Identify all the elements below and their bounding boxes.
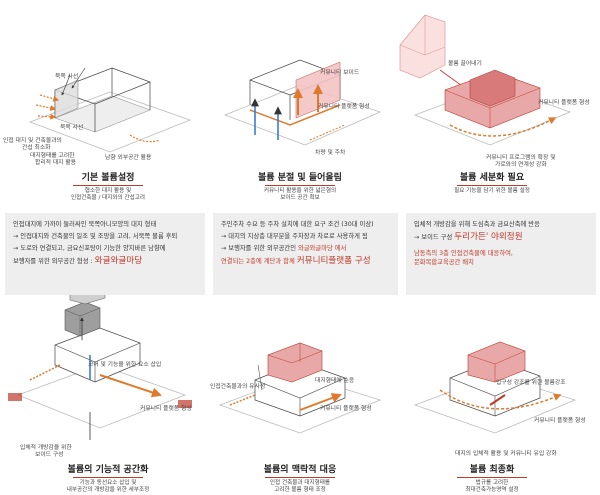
label-platform-4: 커뮤니티 플랫폼 형성 — [140, 406, 192, 412]
textbox-2-line-4: 연결되는 2층에 계단과 함께 커뮤니티플랫폼 구성 — [221, 255, 390, 268]
textbox-1-line-2: → 인접대지와 건축물의 일조 및 조망을 고려, 서북쪽 볼륨 후퇴 — [13, 233, 178, 240]
textbox-2-line-1: 주민주차 수요 등 주차 설치에 대한 요구 조건 (30대 이상) — [221, 221, 374, 228]
label-neighbor-2: 간섭 최소화 — [22, 145, 51, 151]
caption-d2-rule — [265, 185, 335, 186]
caption-d4-rule — [73, 477, 143, 478]
textbox-3: 입체적 개방감을 위해 도심축과 금요산축에 반응 → 보이드 구성 두리가든'… — [406, 213, 596, 295]
diagram-2-split-lift — [223, 59, 382, 146]
caption-d5-sub1: 인접 건축물과 대지형태를 — [269, 480, 331, 486]
textbox-3-line-3: 남동측의 3층 인접건축물에 대응하여, — [414, 250, 513, 257]
textbox-3-line-4: 문화복합교육공간 배치 — [414, 259, 474, 266]
textbox-2: 주민주차 수요 등 주차 설치에 대한 요구 조건 (30대 이상) → 대지의… — [213, 213, 398, 295]
textbox-1: 인접대지에 가까이 둘러싸인 북쪽아니모양의 대지 형태 → 인접대지와 건축물… — [5, 213, 205, 295]
caption-d1-sub1: 협소한 대지 활용 및 — [84, 188, 132, 194]
textbox-2-line-3-highlight: 와글와글마당 에서 — [298, 245, 347, 252]
label-platform-6: 커뮤니티 플랫폼 형성 — [534, 418, 586, 424]
caption-d6-sub2: 최대건축가능영역 설정 — [465, 487, 519, 493]
caption-d4: 볼륨의 기능적 공간화 기능과 동선요소 삽입 및 내부공간의 개방감을 위한 … — [28, 462, 188, 494]
label-open-1: 입체적 개방감을 위한 — [20, 445, 72, 451]
label-open-2: 보이드 구성 — [35, 452, 64, 458]
label-void: 커뮤니티 보이드 — [320, 70, 360, 76]
textbox-3-line-2-text: → 보이드 구성 — [414, 234, 453, 241]
label-similar: 인접건축물과의 유사성 — [210, 384, 266, 390]
caption-d6: 볼륨 최종화 법규를 고려한 최대건축가능영역 설정 — [412, 462, 572, 494]
caption-d2: 볼륨 분절 및 들어올림 커뮤니티 활용을 위한 넓은형의 보이드 공간 확보 — [220, 170, 380, 202]
label-insert: 코어 및 기능을 위한 요소 삽입 — [88, 362, 162, 368]
textbox-3-line-2: → 보이드 구성 두리가든' 야외정원 — [414, 231, 588, 244]
label-north-2: 북쪽 사선 — [60, 125, 84, 131]
label-prog-1: 커뮤니티 프로그램의 확장 및 — [486, 155, 556, 161]
caption-d1-sub2: 인접건축물 / 대지와의 간섭고려 — [70, 195, 146, 201]
diagram-4-functional — [8, 275, 192, 440]
caption-d3-title: 볼륨 세분화 필요 — [459, 173, 525, 183]
diagram-6-final — [413, 341, 577, 434]
caption-d6-sub1: 법규를 고려한 — [475, 480, 509, 486]
diagram-3-subdivide — [399, 14, 572, 146]
label-prog-2: 가로와의 연계성 강화 — [495, 162, 547, 168]
textbox-2-line-3-text: → 보행자를 위한 외부공간인 — [221, 245, 297, 252]
diagram-1-basic-volume — [28, 67, 192, 153]
label-south: 남향 외부공간 활용 — [105, 155, 152, 161]
label-entry: 입구성 강조를 위한 볼륨강조 — [496, 380, 566, 386]
label-flow: 대지의 입체적 활용 및 커뮤니티 유입 강화 — [455, 451, 557, 457]
caption-d1-title: 기본 볼륨설정 — [81, 173, 135, 183]
label-follow: 대지형태에 순응 — [315, 378, 355, 384]
caption-d2-sub2: 보이드 공간 확보 — [280, 195, 320, 201]
caption-d5: 볼륨의 맥락적 대응 인접 건축물과 대지형태를 고려한 볼륨 형태 조정 — [220, 462, 380, 494]
textbox-2-line-3: → 보행자를 위한 외부공간인 와글와글마당 에서 — [221, 243, 390, 255]
caption-d5-rule — [265, 477, 335, 478]
textbox-3-highlight: 두리가든' 야외정원 — [454, 232, 523, 242]
textbox-2-highlight: 커뮤니티플랫폼 구성 — [296, 256, 371, 266]
textbox-2-line-2: → 대지의 지상층 대부분을 주차장과 차로로 사용하게 됨 — [221, 233, 368, 240]
label-extrude: 볼륨 끌어내기 — [448, 61, 482, 67]
textbox-2-line-4-text: 연결되는 2층에 계단과 함께 — [221, 258, 295, 265]
label-shape-1: 대지형태를 고려한 — [30, 153, 75, 159]
textbox-1-highlight: 와글와글마당 — [94, 256, 143, 266]
caption-d1: 기본 볼륨설정 협소한 대지 활용 및 인접건축물 / 대지와의 간섭고려 — [28, 170, 188, 202]
diagram-5-context — [218, 342, 382, 434]
caption-d6-title: 볼륨 최종화 — [469, 465, 515, 475]
textbox-1-line-4-text: 보행자를 위한 외부공간 형성 : — [13, 258, 93, 265]
caption-d5-sub2: 고려한 볼륨 형태 조정 — [274, 487, 326, 493]
caption-d3: 볼륨 세분화 필요 필요 기능을 담기 위한 볼륨 설정 — [412, 170, 572, 195]
label-platform-3: 커뮤니티 플랫폼 형성 — [538, 100, 590, 106]
caption-d1-rule — [73, 185, 143, 186]
textbox-1-line-3: → 도로와 연결되고, 금요신포탕이 기능한 양지바른 남향에 — [13, 245, 166, 252]
label-shape-2: 합리적 대지 활용 — [35, 160, 77, 166]
caption-d4-sub1: 기능과 동선요소 삽입 및 — [79, 480, 137, 486]
caption-d3-rule — [457, 185, 527, 186]
caption-d3-sub1: 필요 기능을 담기 위한 볼륨 설정 — [454, 188, 530, 194]
caption-d2-title: 볼륨 분절 및 들어올림 — [258, 173, 342, 183]
caption-d6-rule — [457, 477, 527, 478]
label-neighbor-1: 인접 대지 및 건축물과의 — [3, 138, 62, 144]
caption-d5-title: 볼륨의 맥락적 대응 — [263, 465, 337, 475]
label-north: 북쪽 사선 — [55, 74, 79, 80]
caption-d4-sub2: 내부공간의 개방감을 위한 세부조정 — [66, 487, 150, 493]
textbox-1-line-1: 인접대지에 가까이 둘러싸인 북쪽아니모양의 대지 형태 — [13, 221, 157, 228]
textbox-3-line-1: 입체적 개방감을 위해 도심축과 금요산축에 반응 — [414, 221, 540, 228]
label-platform-2: 커뮤니티 플랫폼 형성 — [318, 104, 370, 110]
caption-d2-sub1: 커뮤니티 활용을 위한 넓은형의 — [263, 188, 337, 194]
textbox-1-line-4: 보행자를 위한 외부공간 형성 : 와글와글마당 — [13, 255, 197, 268]
label-platform-5: 커뮤니티 플랫폼 형성 — [320, 406, 372, 412]
label-parking: 차량 및 주차 — [315, 150, 346, 156]
caption-d4-title: 볼륨의 기능적 공간화 — [67, 465, 149, 475]
